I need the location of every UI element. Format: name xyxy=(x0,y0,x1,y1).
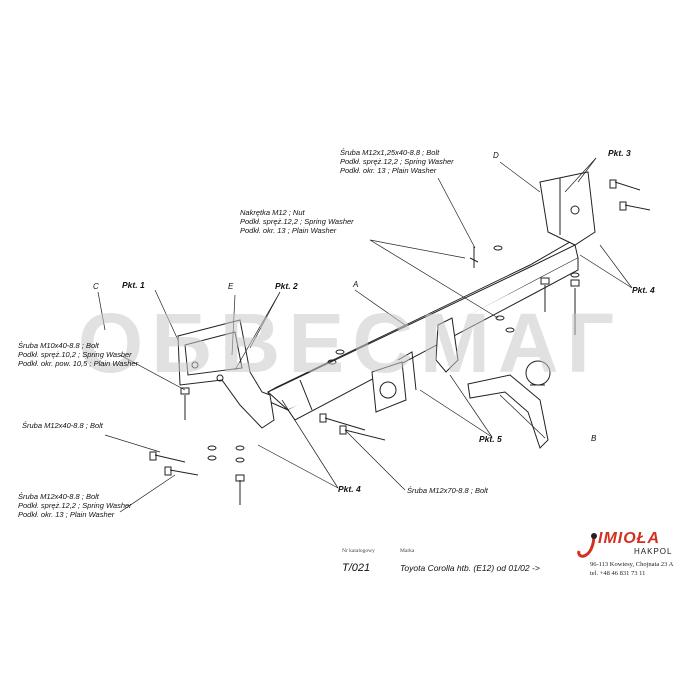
label-line: Śruba M12x40-8.8 ; Bolt xyxy=(22,421,103,430)
leader-lines xyxy=(97,157,633,513)
vehicle-model: Toyota Corolla htb. (E12) od 01/02 -> xyxy=(400,563,540,573)
brand-name: IMIOŁA xyxy=(598,530,660,547)
label-line: Śruba M10x40-8.8 ; Bolt xyxy=(18,341,99,350)
label-bolt-m10: Śruba M10x40-8.8 ; Bolt Podkł. spręż.10,… xyxy=(18,341,138,368)
bolts xyxy=(149,179,651,505)
label-line: Śruba M12x1,25x40-8.8 ; Bolt xyxy=(340,148,440,157)
label-line: Podkł. okr. pow. 10,5 ; Plain Washer xyxy=(18,359,139,368)
model-caption: Marka xyxy=(400,548,415,554)
point-2-tag: Pkt. 2 xyxy=(275,281,298,291)
part-letter-e: E xyxy=(228,282,234,291)
label-line: Śruba M12x70-8.8 ; Bolt xyxy=(407,486,488,495)
point-3-tag: Pkt. 3 xyxy=(608,148,631,158)
label-nut: Nakrętka M12 ; Nut Podkł. spręż.12,2 ; S… xyxy=(240,208,354,235)
part-letter-b: B xyxy=(591,434,597,443)
point-1-tag: Pkt. 1 xyxy=(122,280,145,290)
catalog-number: T/021 xyxy=(342,562,371,574)
label-line: Podkł. okr. 13 ; Plain Washer xyxy=(240,226,337,235)
label-line: Podkł. spręż.12,2 ; Spring Washer xyxy=(340,157,454,166)
brand-phone: tel. +48 46 831 73 11 xyxy=(590,570,646,577)
point-5-tag: Pkt. 5 xyxy=(479,434,502,444)
brand-subtitle: HAKPOL xyxy=(634,547,673,556)
right-bracket xyxy=(539,171,596,246)
label-bolt-top: Śruba M12x1,25x40-8.8 ; Bolt Podkł. sprę… xyxy=(340,148,454,175)
catalog-caption: Nr katalogowy xyxy=(342,548,375,554)
brand-logo: IMIOŁA HAKPOL xyxy=(576,530,686,566)
left-bracket xyxy=(177,319,275,429)
brand-address: 96-113 Kowiesy, Chojnata 23 A xyxy=(590,561,674,568)
part-letter-d: D xyxy=(493,151,499,160)
label-line: Podkł. okr. 13 ; Plain Washer xyxy=(340,166,437,175)
point-4-bottom-tag: Pkt. 4 xyxy=(338,484,361,494)
hook-logo-icon xyxy=(577,533,597,558)
label-bolt-m12-set: Śruba M12x40-8.8 ; Bolt Podkł. spręż.12,… xyxy=(18,492,132,519)
label-line: Podkł. spręż.12,2 ; Spring Washer xyxy=(18,501,132,510)
watermark-text: ОБВЕСМАГ xyxy=(77,296,623,390)
label-line: Nakrętka M12 ; Nut xyxy=(240,208,305,217)
part-letter-c: C xyxy=(93,282,99,291)
label-line: Podkł. spręż.10,2 ; Spring Washer xyxy=(18,350,132,359)
label-line: Podkł. spręż.12,2 ; Spring Washer xyxy=(240,217,354,226)
label-line: Podkł. okr. 13 ; Plain Washer xyxy=(18,510,115,519)
socket-plate xyxy=(371,361,407,413)
point-4-right-tag: Pkt. 4 xyxy=(632,285,655,295)
center-hook-brackets xyxy=(397,317,459,391)
label-bolt-m12-single: Śruba M12x40-8.8 ; Bolt xyxy=(22,421,103,430)
label-line: Śruba M12x40-8.8 ; Bolt xyxy=(18,492,99,501)
part-letter-a: A xyxy=(353,280,359,289)
ball-mount-b xyxy=(467,360,551,449)
label-bolt-m12x70: Śruba M12x70-8.8 ; Bolt xyxy=(407,486,488,495)
